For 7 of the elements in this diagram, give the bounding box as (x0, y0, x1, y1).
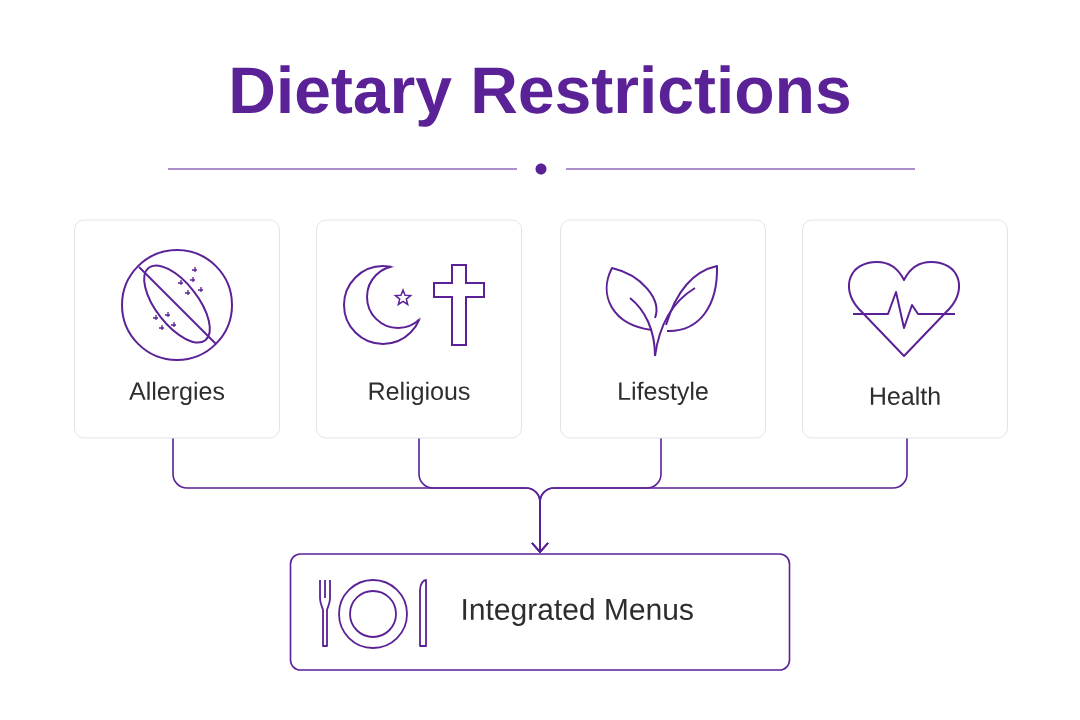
connector-arrow (531, 437, 908, 554)
title: Dietary Restrictions (232, 65, 849, 127)
category-card: Health (802, 219, 1008, 439)
category-card: Religious (316, 219, 522, 439)
category-card: Lifestyle (560, 219, 766, 439)
category-card: Allergies (74, 219, 280, 439)
result-box: Integrated Menus (289, 553, 791, 671)
